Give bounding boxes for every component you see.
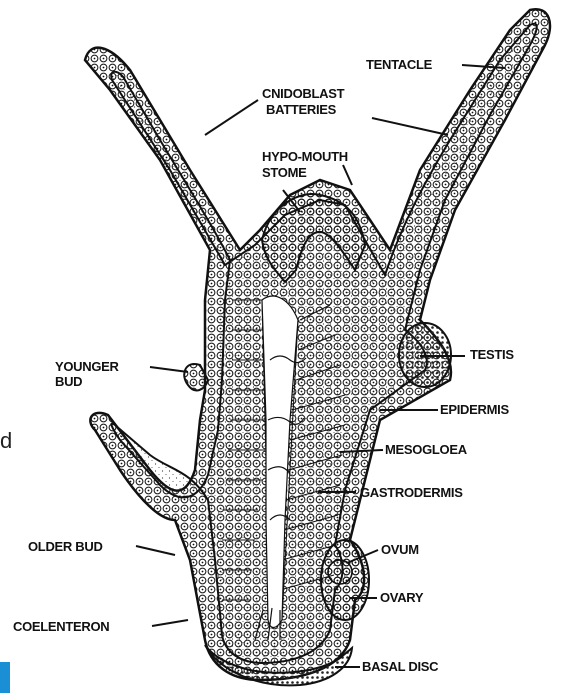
label-hypostome-line2: STOME [262,166,307,180]
edge-accent-bar [0,662,10,693]
label-ovum: OVUM [381,543,419,557]
label-hypostome-line1: HYPO-MOUTH [262,150,348,164]
label-basal-disc: BASAL DISC [362,660,438,674]
label-younger-bud-line2: BUD [55,375,82,389]
ovum [328,560,352,584]
label-ovary: OVARY [380,591,423,605]
label-mesogloea: MESOGLOEA [385,443,467,457]
label-older-bud: OLDER BUD [28,540,103,554]
label-gastrodermis: GASTRODERMIS [360,486,463,500]
label-younger-bud-line1: YOUNGER [55,360,119,374]
label-coelenteron: COELENTERON [13,620,109,634]
label-epidermis: EPIDERMIS [440,403,509,417]
label-cnidoblast-line1: CNIDOBLAST [262,87,344,101]
label-cnidoblast-line2: BATTERIES [266,103,336,117]
label-testis: TESTIS [470,348,514,362]
label-tentacle: TENTACLE [366,58,432,72]
edge-text-fragment: d [0,428,12,454]
